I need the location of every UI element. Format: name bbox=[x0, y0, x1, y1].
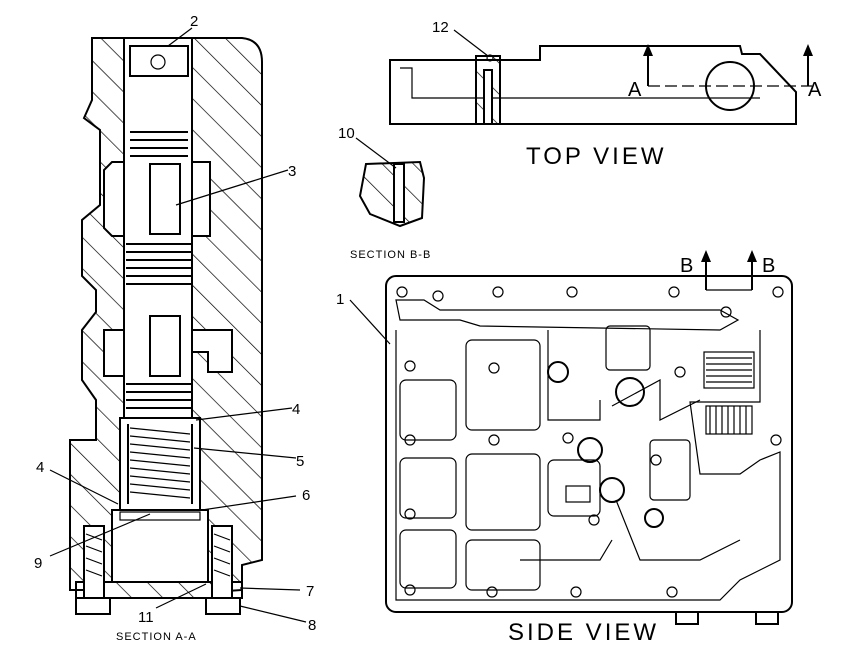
right-bolt bbox=[205, 525, 241, 615]
section-mark-a-right: A bbox=[808, 79, 822, 101]
callout-4-left: 4 bbox=[36, 459, 44, 476]
section-a-a-view bbox=[69, 37, 263, 615]
callout-7: 7 bbox=[306, 583, 314, 600]
spring bbox=[127, 424, 193, 504]
section-marks: A A B B bbox=[628, 79, 822, 277]
section-b-b-view bbox=[355, 137, 426, 228]
spool-lower-grooves bbox=[126, 383, 192, 409]
callout-3: 3 bbox=[288, 163, 296, 180]
side-view bbox=[349, 250, 793, 625]
section-mark-b-right: B bbox=[762, 255, 775, 277]
caption-top-view: TOP VIEW bbox=[526, 143, 666, 170]
callout-8: 8 bbox=[308, 617, 316, 634]
callout-4-right: 4 bbox=[292, 401, 300, 418]
caption-side-view: SIDE VIEW bbox=[508, 619, 659, 646]
section-mark-a-left: A bbox=[628, 79, 642, 101]
caption-section-b-b: SECTION B-B bbox=[350, 249, 431, 261]
callout-2: 2 bbox=[190, 13, 198, 30]
spool-middle-grooves bbox=[126, 243, 192, 285]
section-mark-b-left: B bbox=[680, 255, 693, 277]
callout-10: 10 bbox=[338, 125, 355, 142]
callout-5: 5 bbox=[296, 453, 304, 470]
callout-12: 12 bbox=[432, 19, 449, 36]
left-bolt bbox=[75, 525, 111, 615]
callout-6: 6 bbox=[302, 487, 310, 504]
caption-section-a-a: SECTION A-A bbox=[116, 631, 197, 643]
side-view-bolt-holes bbox=[396, 286, 784, 598]
top-view bbox=[389, 29, 813, 125]
spool-upper-grooves bbox=[130, 131, 188, 157]
callout-numbers: 2 3 4 5 6 4 9 11 7 8 12 10 1 bbox=[34, 13, 449, 634]
callout-9: 9 bbox=[34, 555, 42, 572]
callout-11: 11 bbox=[138, 609, 154, 626]
view-captions: SECTION A-A TOP VIEW SECTION B-B SIDE VI… bbox=[116, 143, 666, 646]
side-view-pockets bbox=[399, 325, 691, 591]
callout-leaders-left bbox=[49, 27, 307, 623]
callout-1: 1 bbox=[336, 291, 344, 308]
